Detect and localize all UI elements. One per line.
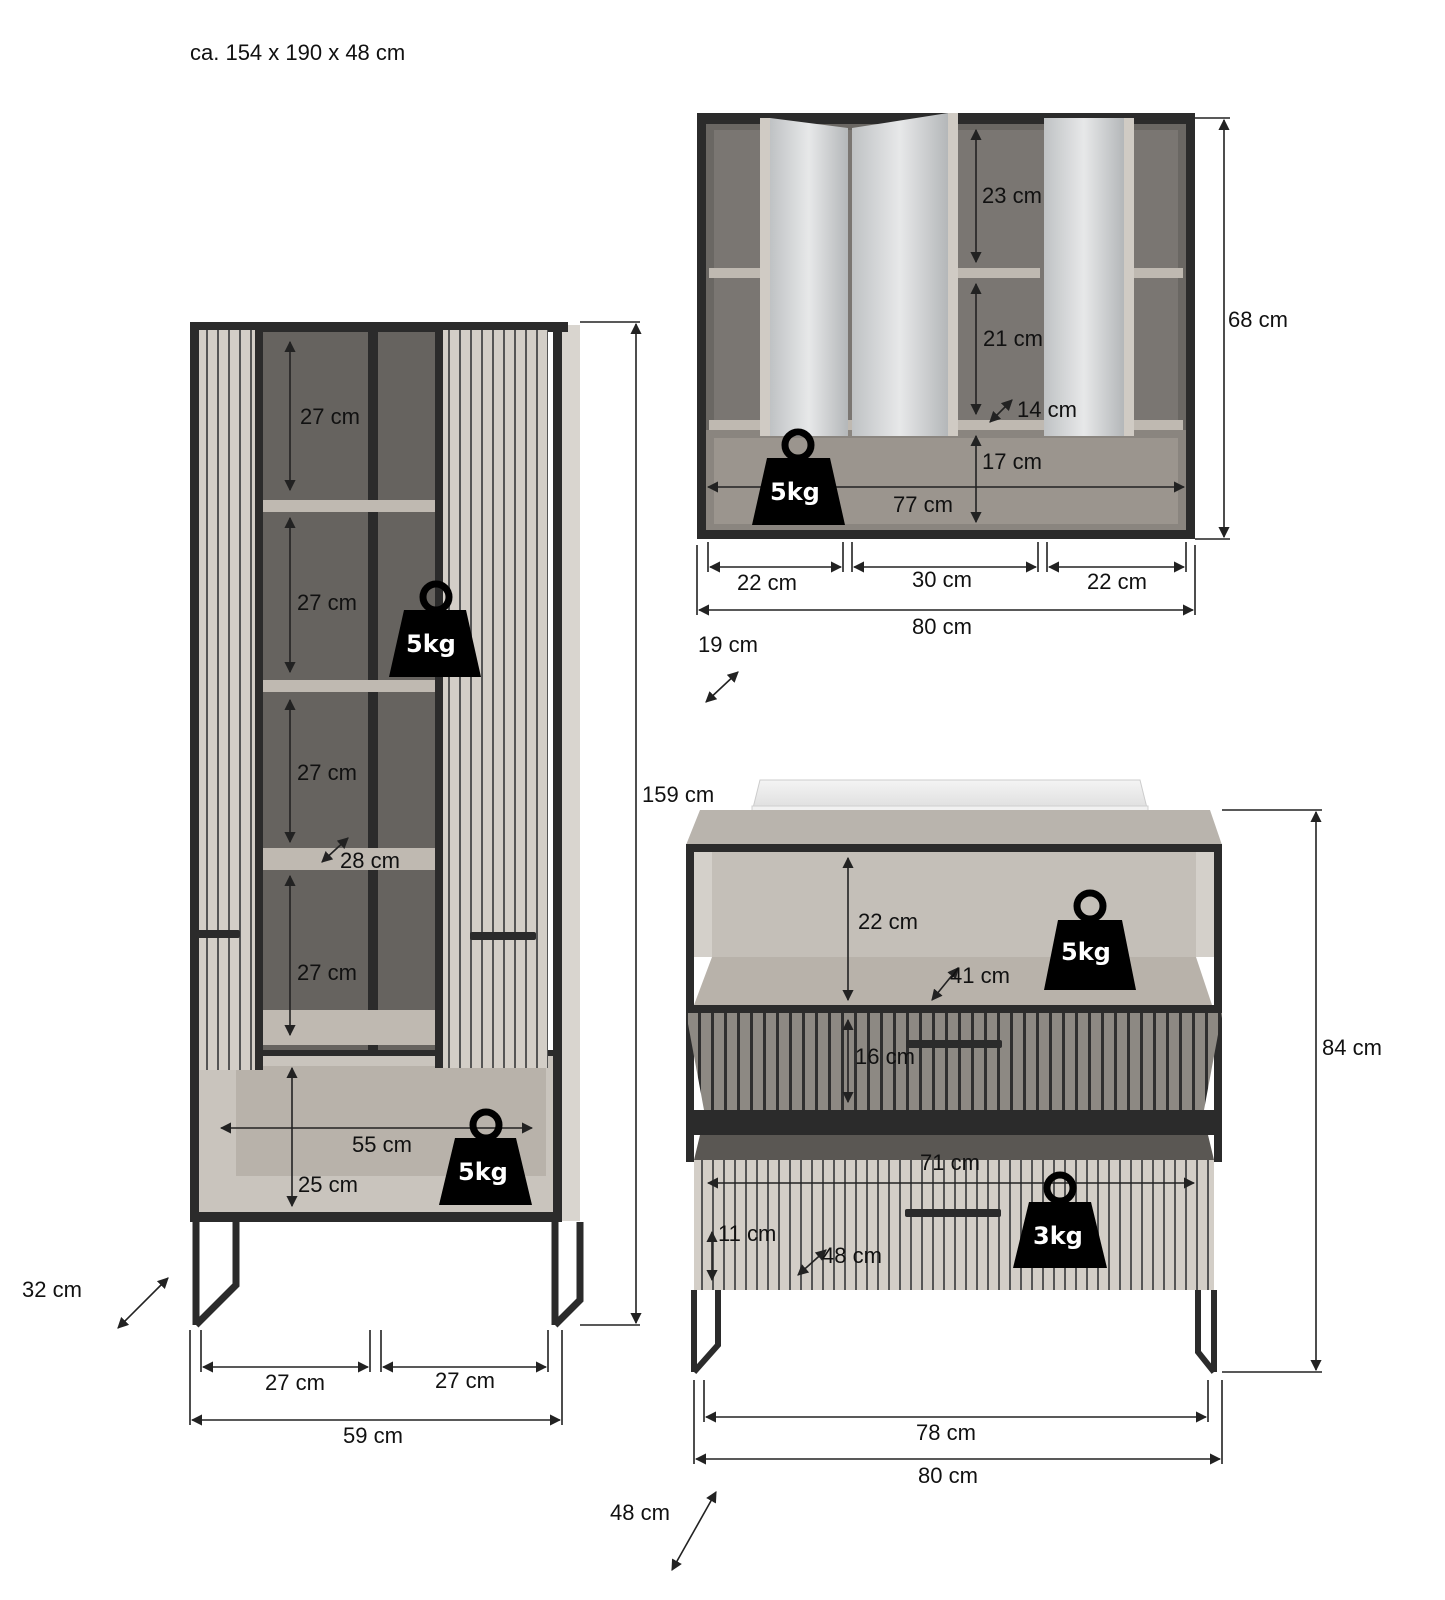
vanity-unit: [686, 779, 1222, 1374]
mirror-inner-width: 77 cm: [893, 492, 953, 517]
mirror-cabinet: [697, 113, 1195, 539]
vanity-open-height: 22 cm: [858, 909, 918, 934]
mirror-total-height: 68 cm: [1228, 307, 1288, 332]
vanity-total-width: 80 cm: [918, 1463, 978, 1488]
tall-shelf-depth: 28 cm: [340, 848, 400, 873]
mirror-shelf-depth: 14 cm: [1017, 397, 1077, 422]
vanity-depth: 48 cm: [610, 1500, 670, 1525]
vanity-drawer2-height: 11 cm: [718, 1221, 776, 1246]
tall-total-width: 59 cm: [343, 1423, 403, 1448]
tall-depth: 32 cm: [22, 1277, 82, 1302]
tall-shelf4-height: 27 cm: [297, 960, 357, 985]
overall-dimensions-label: ca. 154 x 190 x 48 cm: [190, 40, 405, 65]
tall-upper-load: 5kg: [406, 630, 456, 658]
mirror-depth: 19 cm: [698, 632, 758, 657]
mirror-mid-height: 21 cm: [983, 326, 1043, 351]
vanity-drawer1-height: 16 cm: [855, 1044, 915, 1069]
weight-icon: 5kg: [389, 580, 481, 677]
tall-total-height: 159 cm: [642, 782, 714, 807]
tall-left-width: 27 cm: [265, 1370, 325, 1395]
tall-shelf2-height: 27 cm: [297, 590, 357, 615]
vanity-drawer2-width: 71 cm: [920, 1150, 980, 1175]
vanity-leg-width: 78 cm: [916, 1420, 976, 1445]
mirror-upper-height: 23 cm: [982, 183, 1042, 208]
weight-icon: 5kg: [439, 1108, 532, 1205]
tall-lower-load: 5kg: [458, 1158, 508, 1186]
weight-icon: 3kg: [1013, 1171, 1107, 1268]
mirror-center-width: 30 cm: [912, 567, 972, 592]
mirror-bottom-height: 17 cm: [982, 449, 1042, 474]
tall-bottom-height: 25 cm: [298, 1172, 358, 1197]
vanity-drawer2-depth: 48 cm: [822, 1243, 882, 1268]
vanity-open-depth: 41 cm: [950, 963, 1010, 988]
tall-right-width: 27 cm: [435, 1368, 495, 1393]
vanity-open-load: 5kg: [1061, 938, 1111, 966]
vanity-total-height: 84 cm: [1322, 1035, 1382, 1060]
vanity-drawer-load: 3kg: [1033, 1222, 1083, 1250]
tall-shelf3-height: 27 cm: [297, 760, 357, 785]
mirror-total-width: 80 cm: [912, 614, 972, 639]
mirror-load: 5kg: [770, 478, 820, 506]
mirror-left-width: 22 cm: [737, 570, 797, 595]
tall-shelf1-height: 27 cm: [300, 404, 360, 429]
mirror-right-width: 22 cm: [1087, 569, 1147, 594]
tall-bottom-width: 55 cm: [352, 1132, 412, 1157]
weight-icon: 5kg: [752, 428, 845, 525]
weight-icon: 5kg: [1044, 889, 1136, 990]
